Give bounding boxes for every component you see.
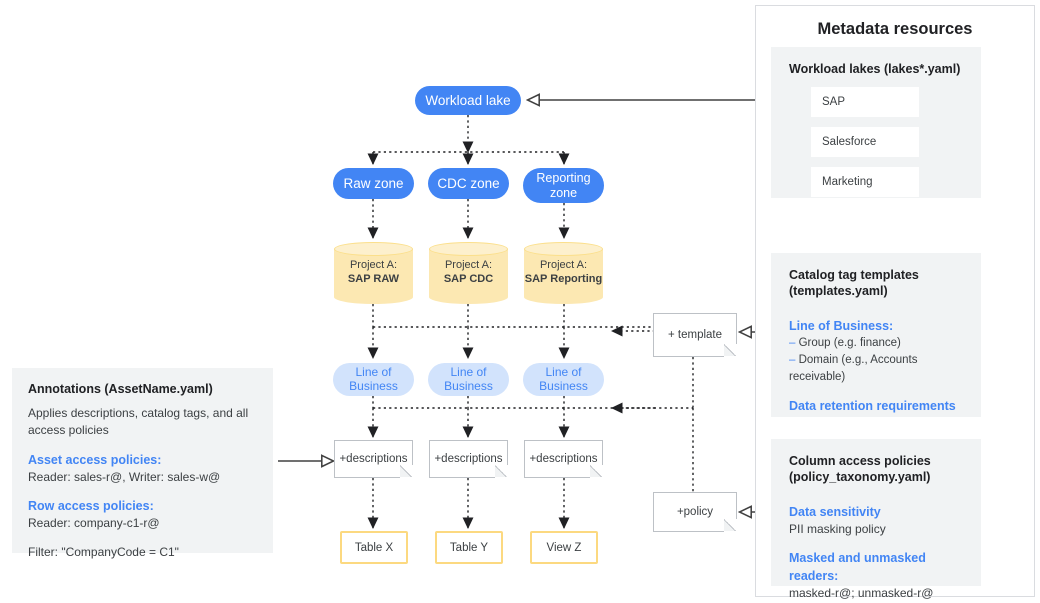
asset-access-value: Reader: sales-r@, Writer: sales-w@: [28, 469, 221, 484]
spacer: [789, 310, 963, 317]
note-descriptions-1-label: +descriptions: [339, 453, 408, 465]
node-workload-lake-label: Workload lake: [425, 92, 511, 108]
note-policy[interactable]: +policy: [653, 492, 737, 532]
node-workload-lake[interactable]: Workload lake: [415, 86, 521, 115]
catalog-tag-templates-card: Catalog tag templates (templates.yaml) L…: [771, 253, 981, 417]
node-project-sap-reporting[interactable]: Project A: SAP Reporting: [524, 242, 603, 304]
note-descriptions-2[interactable]: +descriptions: [429, 440, 508, 478]
folded-corner-icon: [495, 465, 508, 478]
row-filter-value: Filter: "CompanyCode = C1": [28, 544, 179, 559]
column-policies-heading-line2: (policy_taxonomy.yaml): [789, 470, 931, 485]
node-line-of-business-1[interactable]: Line of Business: [333, 363, 414, 396]
node-table-x-label: Table X: [354, 541, 394, 554]
node-reporting-zone[interactable]: Reporting zone: [523, 168, 604, 203]
column-access-policies-card: Column access policies (policy_taxonomy.…: [771, 439, 981, 600]
node-cdc-zone[interactable]: CDC zone: [428, 168, 509, 199]
folded-corner-icon: [400, 465, 413, 478]
catalog-templates-heading: Catalog tag templates (templates.yaml): [789, 267, 963, 300]
lob-bullet-domain: – Domain (e.g., Accounts receivable): [789, 352, 963, 387]
lake-item-sap[interactable]: SAP: [811, 87, 919, 118]
lob-bullet-group: – Group (e.g. finance): [789, 335, 963, 352]
masked-readers-value: masked-r@; unmasked-r@: [789, 586, 934, 601]
project-prefix: Project A:: [539, 259, 588, 272]
row-access-value: Reader: company-c1-r@: [28, 516, 160, 531]
data-sensitivity-value: PII masking policy: [789, 521, 886, 536]
node-line-of-business-3[interactable]: Line of Business: [523, 363, 604, 396]
project-prefix: Project A:: [349, 259, 398, 272]
note-descriptions-3-label: +descriptions: [529, 453, 598, 465]
lake-item-marketing[interactable]: Marketing: [811, 167, 919, 198]
masked-readers-heading: Masked and unmasked readers:: [789, 551, 926, 584]
node-project-sap-cdc[interactable]: Project A: SAP CDC: [429, 242, 508, 304]
annotations-panel: Annotations (AssetName.yaml) Applies des…: [12, 368, 273, 559]
dash-icon: –: [789, 353, 796, 366]
node-table-x[interactable]: Table X: [340, 531, 408, 564]
node-view-z-label: View Z: [546, 541, 582, 554]
note-descriptions-3[interactable]: +descriptions: [524, 440, 603, 478]
spacer: [28, 486, 257, 497]
spacer: [789, 386, 963, 397]
workload-lakes-card: Workload lakes (lakes*.yaml) SAP Salesfo…: [771, 47, 981, 198]
note-descriptions-1[interactable]: +descriptions: [334, 440, 413, 478]
lob-label-line2: Business: [444, 378, 493, 393]
cylinder-body: [524, 249, 603, 297]
lob-bullet-group-text: Group (e.g. finance): [798, 336, 901, 349]
note-template-label: + template: [667, 329, 723, 341]
node-project-sap-reporting-label: Project A: SAP Reporting: [524, 242, 603, 304]
project-name: SAP RAW: [347, 273, 400, 285]
catalog-templates-heading-line1: Catalog tag templates: [789, 268, 919, 282]
note-policy-label: +policy: [676, 506, 714, 518]
row-access-heading: Row access policies:: [28, 499, 154, 514]
lob-heading: Line of Business:: [789, 318, 894, 333]
column-policies-heading-line1: Column access policies: [789, 454, 931, 468]
lob-label-line2: Business: [349, 378, 398, 393]
node-table-y[interactable]: Table Y: [435, 531, 503, 564]
project-name: SAP Reporting: [524, 273, 603, 285]
note-template[interactable]: + template: [653, 313, 737, 357]
data-sensitivity-heading: Data sensitivity: [789, 504, 881, 519]
node-reporting-zone-label: Reporting zone: [536, 171, 591, 200]
folded-corner-icon: [724, 519, 737, 532]
node-table-y-label: Table Y: [449, 541, 489, 554]
spacer: [28, 533, 257, 544]
project-name: SAP CDC: [443, 273, 494, 285]
node-line-of-business-2[interactable]: Line of Business: [428, 363, 509, 396]
cylinder-top: [524, 242, 603, 256]
column-policies-heading: Column access policies (policy_taxonomy.…: [789, 453, 963, 486]
folded-corner-icon: [724, 344, 737, 357]
lob-label-line1: Line of: [545, 364, 582, 379]
folded-corner-icon: [590, 465, 603, 478]
annotations-heading: Annotations (AssetName.yaml): [28, 382, 213, 396]
asset-access-heading: Asset access policies:: [28, 452, 162, 467]
catalog-templates-heading-line2: (templates.yaml): [789, 284, 888, 299]
node-raw-zone[interactable]: Raw zone: [333, 168, 414, 199]
cylinder-top: [429, 242, 508, 256]
spacer: [789, 496, 963, 503]
node-project-sap-raw-label: Project A: SAP RAW: [334, 242, 413, 304]
node-cdc-zone-label: CDC zone: [437, 175, 500, 191]
node-project-sap-raw[interactable]: Project A: SAP RAW: [334, 242, 413, 304]
node-view-z[interactable]: View Z: [530, 531, 598, 564]
lob-bullet-domain-text: Domain (e.g., Accounts receivable): [789, 353, 918, 384]
annotations-intro: Applies descriptions, catalog tags, and …: [28, 406, 249, 438]
note-descriptions-2-label: +descriptions: [434, 453, 503, 465]
workload-lakes-heading: Workload lakes (lakes*.yaml): [789, 62, 961, 76]
lob-label-line2: Business: [539, 378, 588, 393]
data-retention-heading: Data retention requirements: [789, 399, 956, 414]
cylinder-body: [429, 249, 508, 297]
node-project-sap-cdc-label: Project A: SAP CDC: [429, 242, 508, 304]
spacer: [789, 538, 963, 549]
dash-icon: –: [789, 336, 796, 349]
node-raw-zone-label: Raw zone: [343, 175, 404, 191]
lob-label-line1: Line of: [355, 364, 392, 379]
cylinder-top: [334, 242, 413, 256]
spacer: [28, 440, 257, 451]
lob-label-line1: Line of: [450, 364, 487, 379]
project-prefix: Project A:: [444, 259, 493, 272]
metadata-resources-title: Metadata resources: [817, 20, 973, 38]
cylinder-body: [334, 249, 413, 297]
lake-item-salesforce[interactable]: Salesforce: [811, 127, 919, 158]
